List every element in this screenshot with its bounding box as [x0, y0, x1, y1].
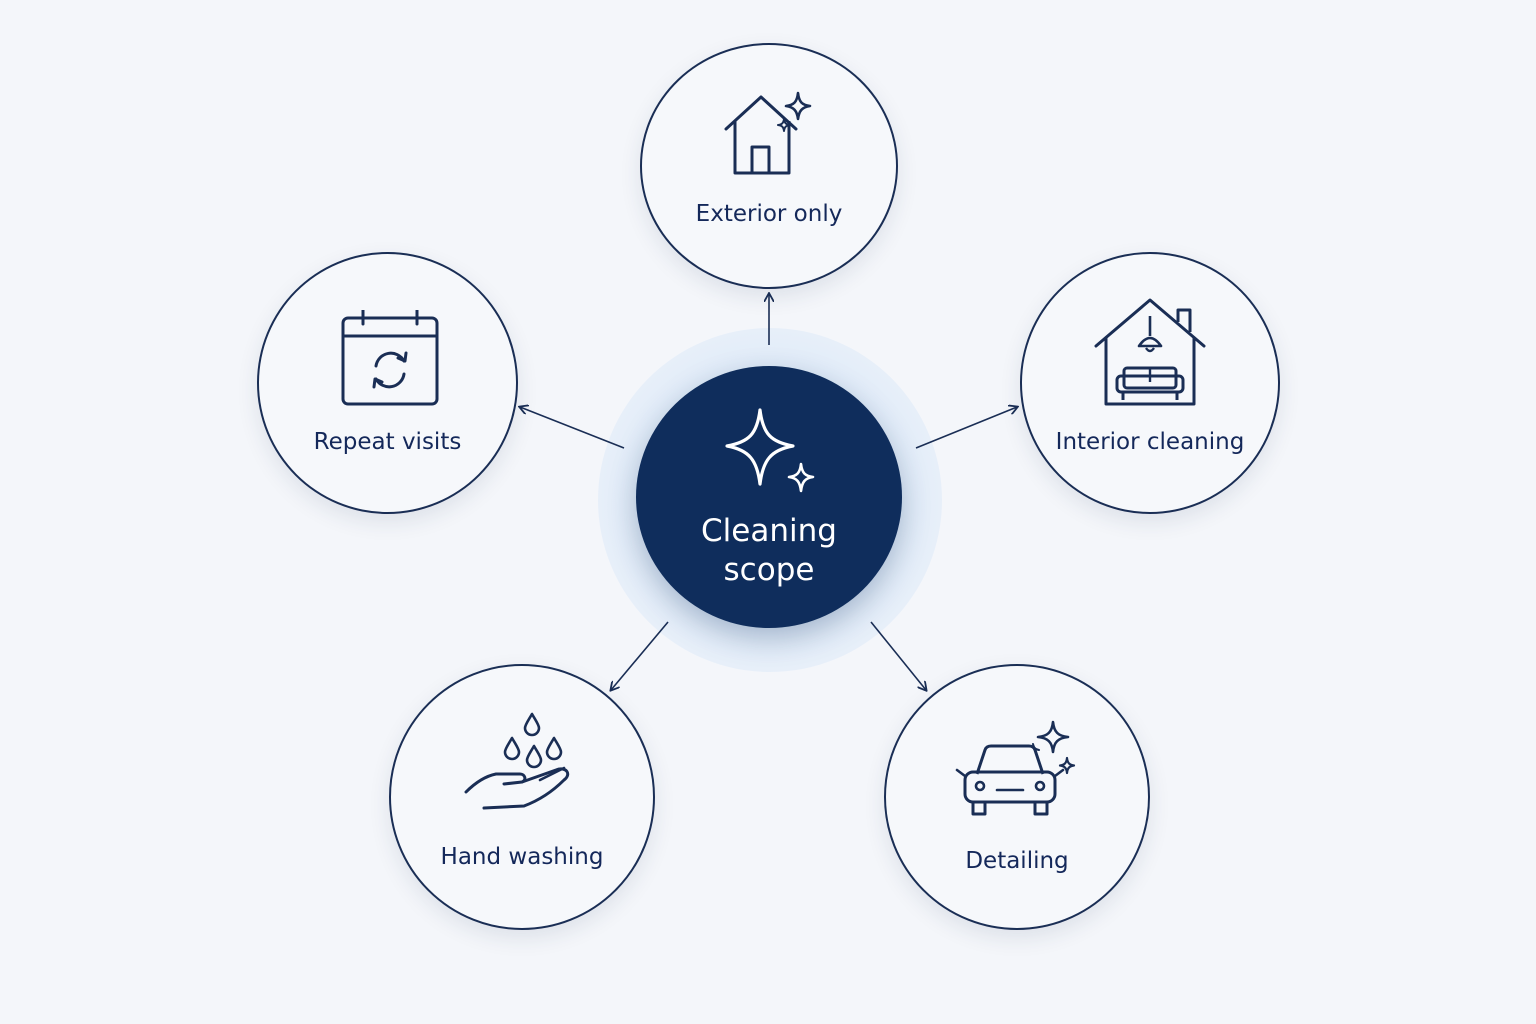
house-sofa-icon — [1094, 298, 1206, 406]
hand-water-drops-icon — [464, 712, 570, 810]
car-sparkle-icon — [955, 720, 1076, 816]
arrow-to-hand-washing — [611, 621, 669, 690]
center-label: Cleaning scope — [701, 513, 837, 588]
calendar-refresh-icon — [341, 310, 438, 406]
hand-washing-label: Hand washing — [440, 844, 604, 870]
arrow-to-detailing — [870, 621, 926, 690]
interior-cleaning-label: Interior cleaning — [1055, 429, 1245, 455]
node-exterior-only: Exterior only — [640, 43, 898, 289]
sparkle-icon — [725, 408, 815, 493]
node-interior-cleaning: Interior cleaning — [1020, 252, 1280, 514]
arrow-to-interior — [915, 407, 1017, 449]
house-sparkle-icon — [724, 91, 812, 175]
arrow-to-repeat — [520, 407, 625, 449]
node-detailing: Detailing — [884, 664, 1150, 930]
node-hand-washing: Hand washing — [389, 664, 655, 930]
node-repeat-visits: Repeat visits — [257, 252, 518, 514]
center-node-cleaning-scope: Cleaning scope — [636, 366, 902, 628]
repeat-visits-label: Repeat visits — [313, 429, 462, 455]
exterior-only-label: Exterior only — [695, 201, 843, 227]
detailing-label: Detailing — [965, 848, 1069, 874]
